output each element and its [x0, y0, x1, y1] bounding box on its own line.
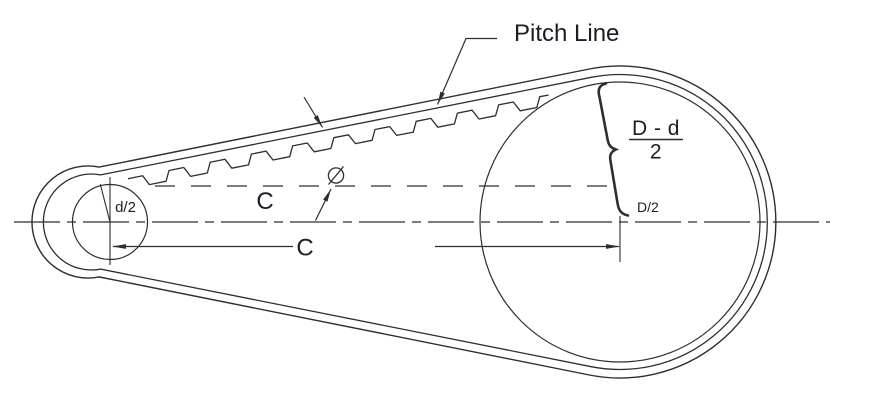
diff-fraction-numerator: D - d	[632, 117, 680, 140]
dimension-c-right-arrowhead	[606, 244, 620, 249]
belt-pitch-line	[42, 73, 768, 371]
small-radius-label: d/2	[115, 199, 136, 216]
belt-teeth	[127, 94, 549, 186]
belt-outer-edge	[31, 65, 777, 379]
belt-pointer-arrowhead	[313, 115, 323, 128]
dimension-c-label: C	[296, 235, 313, 262]
diameter-symbol-icon	[327, 166, 345, 185]
pitch-line-leader-arrowhead	[437, 91, 445, 105]
large-radius-label: D/2	[637, 199, 659, 215]
diameter-pointer-arrowhead	[323, 189, 331, 202]
dimension-brace	[597, 82, 630, 217]
center-c-label: C	[256, 188, 273, 215]
dimension-c-left-arrowhead	[112, 244, 126, 249]
diff-fraction-denominator: 2	[650, 141, 662, 164]
large-pulley-pitch-circle	[479, 81, 761, 363]
pitch-line-label: Pitch Line	[514, 20, 619, 47]
pitch-line-leader	[436, 37, 497, 105]
small-pulley-radius-line	[99, 184, 111, 223]
